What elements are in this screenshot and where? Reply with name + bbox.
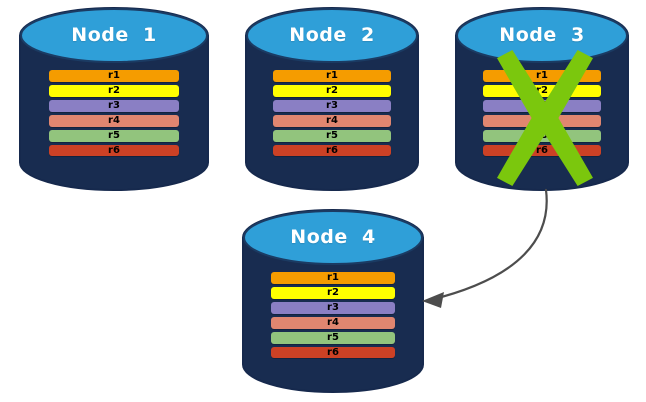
row-label: r6 <box>327 346 339 358</box>
row-label: r5 <box>536 129 548 141</box>
row-label: r2 <box>327 286 339 298</box>
row-label: r6 <box>108 144 120 156</box>
row-label: r2 <box>108 84 120 96</box>
row-label: r3 <box>108 99 120 111</box>
row-r2[interactable]: r2 <box>483 84 601 97</box>
node-2-cylinder <box>245 7 419 191</box>
row-r1[interactable]: r1 <box>483 69 601 82</box>
row-r4[interactable]: r4 <box>49 114 179 127</box>
node-4-cylinder <box>242 209 424 393</box>
row-label: r1 <box>326 69 338 81</box>
node-2-cylinder-top <box>246 8 418 63</box>
row-r2[interactable]: r2 <box>49 84 179 97</box>
row-label: r1 <box>536 69 548 81</box>
row-label: r5 <box>108 129 120 141</box>
row-label: r5 <box>326 129 338 141</box>
row-label: r1 <box>108 69 120 81</box>
row-r1[interactable]: r1 <box>49 69 179 82</box>
row-r6[interactable]: r6 <box>271 346 395 359</box>
row-r4[interactable]: r4 <box>271 316 395 329</box>
node-4-cylinder-top <box>243 210 423 265</box>
row-r1[interactable]: r1 <box>271 271 395 284</box>
node-1-cylinder-top <box>20 8 208 63</box>
row-r3[interactable]: r3 <box>273 99 391 112</box>
failover-arrow-line <box>428 188 548 302</box>
row-r4[interactable]: r4 <box>273 114 391 127</box>
row-label: r4 <box>326 114 338 126</box>
row-label: r4 <box>108 114 120 126</box>
row-label: r5 <box>327 331 339 343</box>
row-label: r6 <box>326 144 338 156</box>
row-r2[interactable]: r2 <box>271 286 395 299</box>
node-1-cylinder <box>19 7 209 191</box>
row-r6[interactable]: r6 <box>49 144 179 157</box>
row-label: r1 <box>327 271 339 283</box>
row-label: r4 <box>536 114 548 126</box>
row-label: r3 <box>326 99 338 111</box>
row-label: r3 <box>327 301 339 313</box>
row-r3[interactable]: r3 <box>483 99 601 112</box>
row-r3[interactable]: r3 <box>271 301 395 314</box>
row-r5[interactable]: r5 <box>49 129 179 142</box>
node-3-cylinder-top <box>456 8 628 63</box>
row-r5[interactable]: r5 <box>483 129 601 142</box>
row-r2[interactable]: r2 <box>273 84 391 97</box>
row-r4[interactable]: r4 <box>483 114 601 127</box>
row-r3[interactable]: r3 <box>49 99 179 112</box>
row-label: r4 <box>327 316 339 328</box>
failover-arrow-head <box>422 292 444 308</box>
row-label: r2 <box>536 84 548 96</box>
row-label: r2 <box>326 84 338 96</box>
row-label: r3 <box>536 99 548 111</box>
row-r1[interactable]: r1 <box>273 69 391 82</box>
row-r5[interactable]: r5 <box>271 331 395 344</box>
row-label: r6 <box>536 144 548 156</box>
row-r6[interactable]: r6 <box>273 144 391 157</box>
row-r5[interactable]: r5 <box>273 129 391 142</box>
row-r6[interactable]: r6 <box>483 144 601 157</box>
